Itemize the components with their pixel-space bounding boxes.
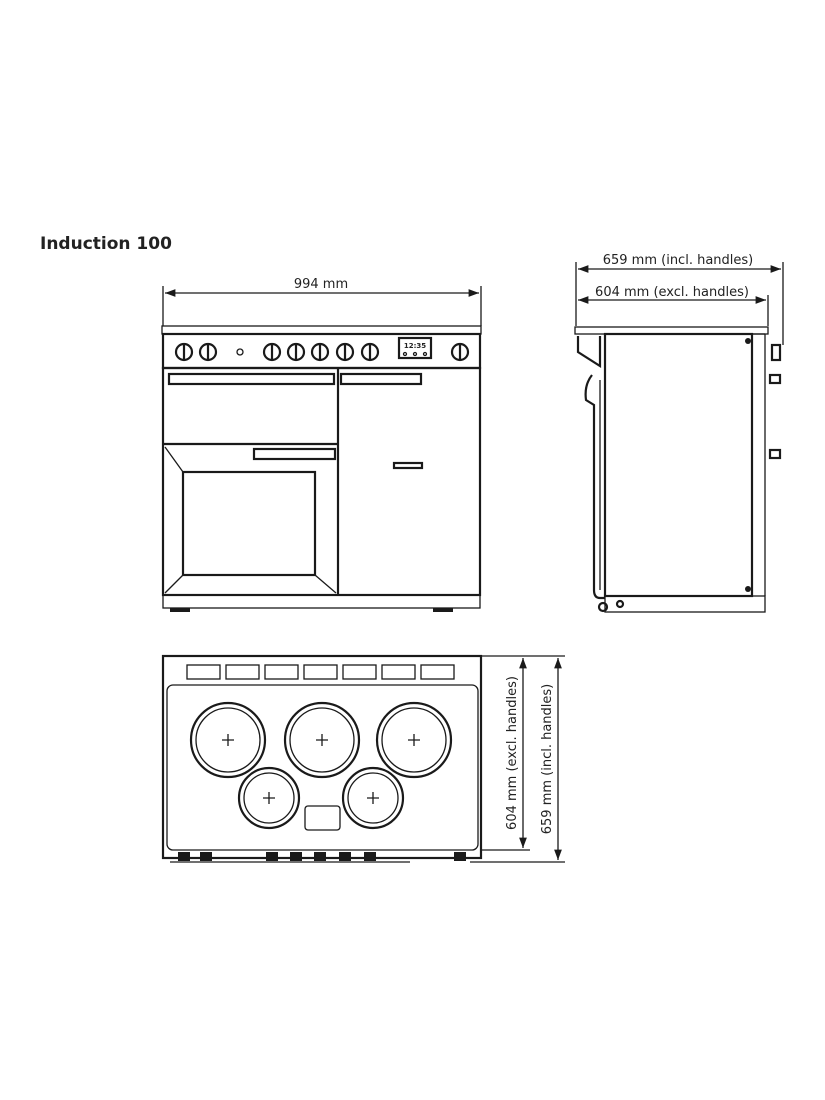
width-label: 994 mm	[294, 277, 348, 292]
indicator-light-icon	[236, 348, 244, 356]
top-view: 604 mm (excl. handles) 659 mm (incl. han…	[161, 654, 565, 863]
top-oven-handle	[167, 372, 336, 386]
right-oven-handle	[339, 372, 423, 386]
hob-outline	[161, 654, 483, 860]
front-view: 994 mm 12:35	[161, 277, 482, 612]
side-view: 659 mm (incl. handles) 604 mm (excl. han…	[574, 253, 784, 613]
zone-icon	[237, 766, 301, 830]
side-knob-icon	[768, 448, 782, 460]
zone-icon	[341, 766, 405, 830]
model-title: Induction 100	[40, 234, 172, 254]
knob-icon	[310, 342, 330, 362]
main-oven-handle	[252, 447, 337, 461]
brand-badge	[392, 461, 424, 470]
control-panel	[161, 332, 482, 370]
front-knobs-top	[170, 852, 466, 863]
side-knob-icon	[770, 343, 782, 362]
side-knob-icon	[768, 373, 782, 385]
zone-icon	[375, 701, 453, 779]
knob-icon	[450, 342, 470, 362]
knob-icon	[174, 342, 194, 362]
clock-display	[397, 336, 433, 360]
zone-icon	[283, 701, 361, 779]
depth-excl-label: 604 mm (excl. handles)	[595, 285, 749, 300]
top-depth-excl-label: 604 mm (excl. handles)	[505, 676, 520, 830]
top-depth-incl-label: 659 mm (incl. handles)	[540, 684, 555, 835]
touch-control-area	[304, 805, 341, 831]
knob-icon	[286, 342, 306, 362]
knob-icon	[360, 342, 380, 362]
vents	[186, 664, 455, 680]
knob-icon	[262, 342, 282, 362]
control-knobs	[174, 342, 470, 362]
clock-display-text: 12:35	[404, 342, 426, 350]
knob-icon	[198, 342, 218, 362]
depth-incl-label: 659 mm (incl. handles)	[603, 253, 754, 268]
glass-top	[166, 684, 479, 851]
knob-icon	[335, 342, 355, 362]
oven-window	[181, 470, 317, 577]
zone-icon	[189, 701, 267, 779]
front-body	[161, 366, 482, 597]
induction-zones	[189, 701, 453, 830]
